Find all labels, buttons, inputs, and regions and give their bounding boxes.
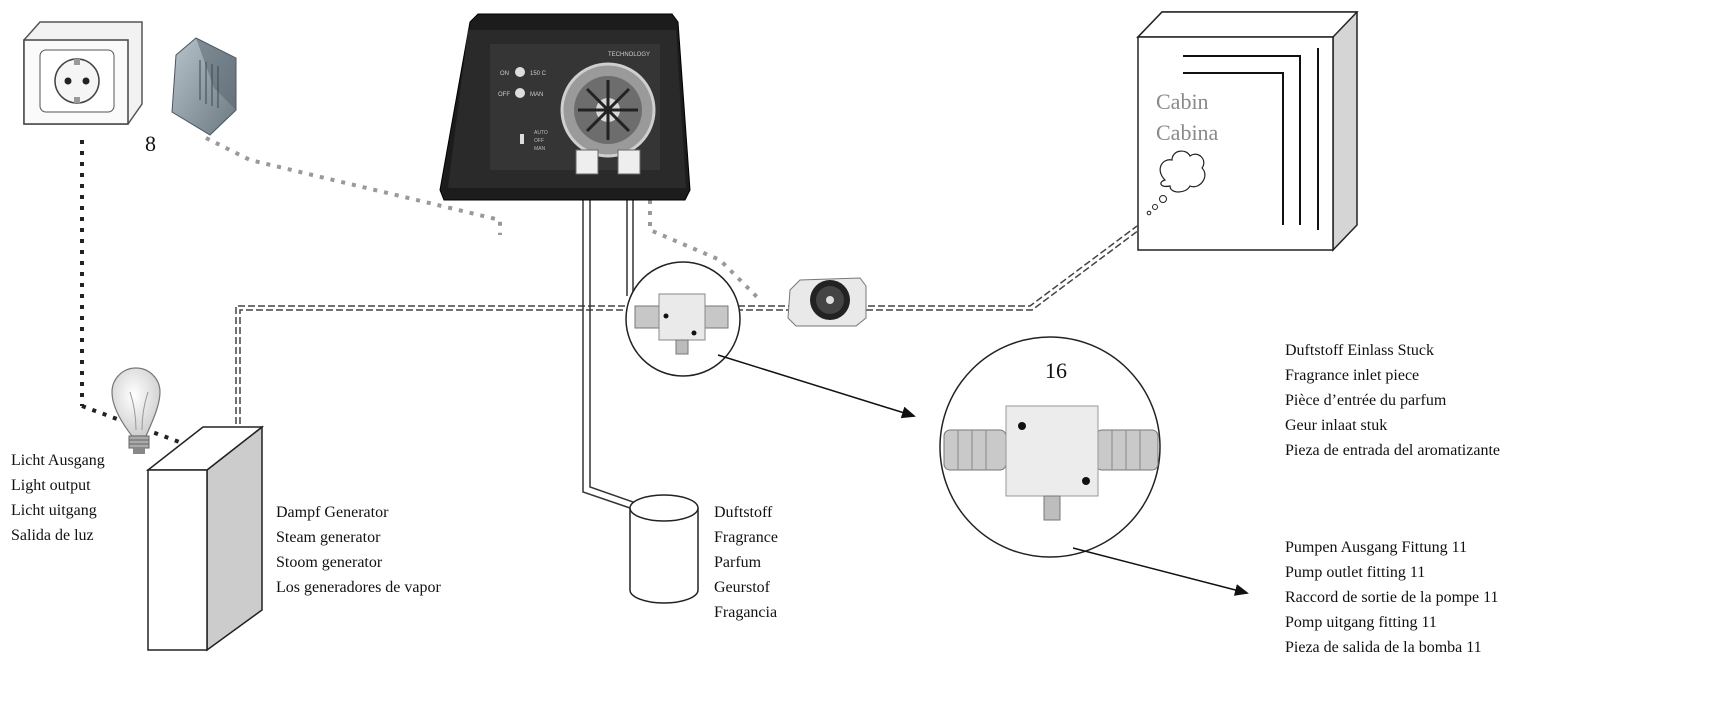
steam-generator-line: Stoom generator xyxy=(276,554,383,571)
adapter-number-label: 8 xyxy=(145,131,156,156)
fragrance-tubes xyxy=(582,190,637,509)
fitting-small-circle xyxy=(625,261,741,377)
adapter-wire-dotted xyxy=(205,136,762,302)
power-adapter xyxy=(171,37,237,136)
steam-generator-box xyxy=(145,425,265,652)
mode-auto-label: AUTO xyxy=(534,130,548,136)
light-output-line: Licht Ausgang xyxy=(11,452,105,469)
pump-outlet-line: Pump outlet fitting 11 xyxy=(1285,564,1426,581)
pump-brand: TECHNOLOGY xyxy=(608,52,650,58)
switch2-off-label: MAN xyxy=(530,92,543,98)
light-output-line: Salida de luz xyxy=(11,527,94,544)
steam-generator-line: Dampf Generator xyxy=(276,504,389,521)
light-output-label: Licht Ausgang Light output Licht uitgang… xyxy=(11,448,105,548)
inlet-piece-line: Fragrance inlet piece xyxy=(1285,367,1420,384)
pump-inlet-connector xyxy=(575,149,599,175)
pump-outlet-line: Pieza de salida de la bomba 11 xyxy=(1285,639,1482,656)
mode-switch xyxy=(520,134,524,144)
fragrance-line: Geurstof xyxy=(714,579,770,596)
pump-outlet-label: Pumpen Ausgang Fittung 11 Pump outlet fi… xyxy=(1285,535,1499,660)
inlet-piece-label: Duftstoff Einlass Stuck Fragrance inlet … xyxy=(1285,338,1500,463)
fragrance-line: Duftstoff xyxy=(714,504,773,521)
switch-knob-2 xyxy=(515,88,525,98)
wall-socket xyxy=(23,21,143,125)
cabin-label-line1: Cabin xyxy=(1156,89,1209,114)
inlet-piece-line: Duftstoff Einlass Stuck xyxy=(1285,342,1435,359)
steam-generator-line: Los generadores de vapor xyxy=(276,579,441,596)
cabin-label-line2: Cabina xyxy=(1156,120,1219,145)
steam-generator-line: Steam generator xyxy=(276,529,381,546)
mode-off-label: OFF xyxy=(534,138,544,144)
inlet-piece-line: Pieza de entrada del aromatizante xyxy=(1285,442,1500,459)
pump-outlet-line: Raccord de sortie de la pompe 11 xyxy=(1285,589,1499,606)
light-output-line: Licht uitgang xyxy=(11,502,97,519)
fragrance-line: Fragancia xyxy=(714,604,778,621)
thought-cloud-icon xyxy=(1159,150,1206,193)
fragrance-line: Parfum xyxy=(714,554,762,571)
pump-outlet-line: Pomp uitgang fitting 11 xyxy=(1285,614,1437,631)
light-bulb-icon xyxy=(111,367,161,454)
fragrance-label: Duftstoff Fragrance Parfum Geurstof Frag… xyxy=(714,500,778,625)
switch2-on-label: 150 C xyxy=(530,71,547,77)
zoom-number-label: 16 xyxy=(1045,358,1067,383)
thermostat-icon xyxy=(787,277,867,327)
inlet-piece-line: Geur inlaat stuk xyxy=(1285,417,1388,434)
fragrance-line: Fragrance xyxy=(714,529,778,546)
zoom-arrow xyxy=(717,354,916,419)
steam-generator-label: Dampf Generator Steam generator Stoom ge… xyxy=(276,500,441,600)
power-wire-dotted xyxy=(80,140,183,445)
cabin-box xyxy=(1136,11,1359,252)
pump-outlet-line: Pumpen Ausgang Fittung 11 xyxy=(1285,539,1468,556)
cabin-label: Cabin Cabina xyxy=(1156,86,1218,148)
light-output-line: Light output xyxy=(11,477,91,494)
fragrance-canister xyxy=(629,494,699,604)
pump-outlet-connector xyxy=(617,149,641,175)
switch1-on-label: ON xyxy=(500,71,509,77)
switch-knob-1 xyxy=(515,67,525,77)
dosing-pump-unit: TECHNOLOGY ON OFF 150 C MAN AUTO OFF MAN xyxy=(439,13,691,201)
mode-man-label: MAN xyxy=(534,146,546,152)
inlet-piece-line: Pièce d’entrée du parfum xyxy=(1285,392,1447,409)
outlet-arrow xyxy=(1072,547,1249,596)
switch1-off-label: OFF xyxy=(498,92,510,98)
fitting-zoom-circle xyxy=(939,336,1161,558)
